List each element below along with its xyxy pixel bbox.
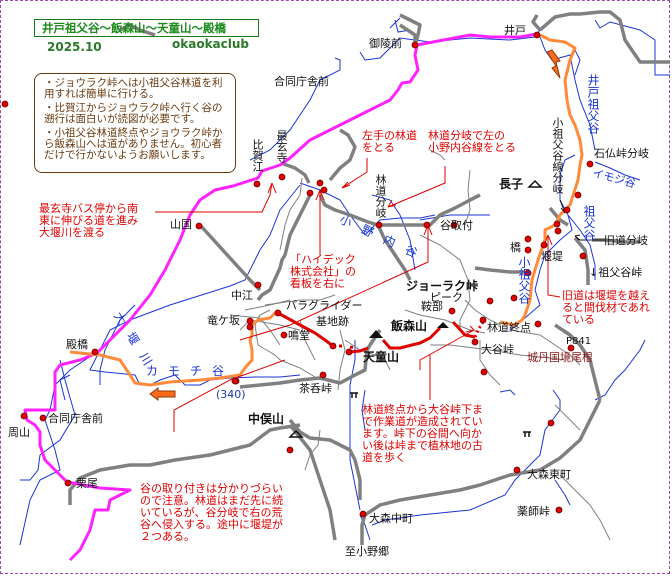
label-elev-340: (340) (216, 388, 246, 401)
label-nakae: 中江 (231, 289, 253, 302)
trails (229, 149, 611, 541)
label-rindo-bunki: 林道分岐 (374, 174, 387, 218)
note-2: ・比賀江からジョウラク峠へ行く谷の遡行は面白いが読図が必要です。 (44, 102, 223, 125)
club-name: okaokaclub (172, 37, 250, 51)
annotation-kyudo: 旧道は堰堤を越え ると間伐材であれ ている (562, 289, 650, 326)
map-title: 井戸祖父谷～飯森山～天童山～殿橋 (34, 19, 259, 37)
label-yamaguni: 山国 (170, 218, 192, 231)
roads (68, 10, 670, 545)
label-shuzan: 周山 (8, 426, 30, 439)
label-goryomae: 御陵前 (369, 37, 402, 50)
label-hashi: 橋 (510, 241, 521, 254)
summit-markers (288, 179, 543, 438)
label-tonohashi: 殿橋 (66, 338, 88, 351)
label-paraglider: パラグライダー (286, 299, 363, 312)
label-otani-toge: 大谷峠 (481, 343, 514, 356)
annotation-saigenji: 最玄寺バス停から南 東に伸びる道を進み 大堰川を渡る (39, 202, 138, 239)
notes-box: ・ジョウラク峠へは小祖父谷林道を利用すれば簡単に行ける。 ・比賀江からジョウラク… (34, 73, 236, 173)
label-joraku-toge: ジョーラク峠 (406, 279, 479, 293)
annotation-sagyodo: 林道終点から大谷峠下ま で作業道が造成されてい ます。峠下の谷間へ向か い後は峠… (362, 403, 483, 464)
label-sofudani: 祖父谷 (582, 205, 596, 241)
label-omori-higashi: 大森東町 (527, 468, 571, 481)
label-kurio: 栗尾 (76, 477, 98, 490)
label-p841: P841 (566, 336, 592, 347)
label-ishibotoke-bunki: 石仏峠分岐 (594, 147, 649, 160)
label-kosofudani-bunki: 小祖父谷線分岐 (551, 117, 564, 194)
label-ryugasaka: 竜ケ坂 (207, 314, 240, 327)
label-higae: 比賀江 (251, 139, 264, 172)
tendozan-summit-icon (369, 330, 383, 338)
direction-arrow-left (149, 387, 176, 401)
label-kichiato: 基地跡 (316, 315, 349, 328)
label-omori-naka: 大森中町 (369, 512, 413, 525)
label-godochoshamae-top: 合同庁舎前 (274, 75, 329, 88)
label-ido-sofudani: 井戸祖父谷 (586, 74, 600, 134)
label-chanomitoge: 茶呑峠 (299, 382, 332, 395)
label-saigenji: 最玄寺 (275, 130, 288, 163)
label-kosofudani: 小祖父谷 (517, 256, 531, 304)
annotation-hidari-rindo: 左手の林道 をとる (362, 129, 417, 154)
bus-route (23, 44, 420, 562)
note-1: ・ジョウラク峠へは小祖父谷林道を利用すれば簡単に行ける。 (44, 77, 223, 100)
label-iimoriyama: 飯森山 (391, 319, 428, 333)
bus-route-top (416, 32, 538, 47)
annotation-tani: 谷の取り付きは分かりづらい ので注意。林道はまだ先に続 いているが、谷分岐で右の… (140, 482, 283, 543)
label-sofudani-toge: ↓祖父谷峠 (589, 266, 643, 279)
label-naruto: 鳴堂 (288, 329, 310, 342)
label-tanitoritsuki: 谷取付 (440, 219, 473, 232)
choshi-triangulation-icon (527, 179, 543, 188)
nakamatayama-triangulation-icon (288, 429, 304, 438)
label-ido: 井戸 (504, 24, 526, 37)
label-peak: ピーク (430, 291, 463, 304)
label-kamochidani: カモチ谷 (146, 364, 235, 378)
label-tendozan: 天童山 (363, 350, 400, 364)
label-choshi: 長子 (499, 177, 524, 191)
map-date: 2025.10 (47, 40, 102, 54)
iimoriyama-summit-icon (437, 322, 449, 328)
annotation-rindo-bunki: 林道分岐で左の 小野内谷線をとる (428, 129, 516, 154)
label-nakamatayama: 中俣山 (248, 412, 285, 426)
route-points (1, 31, 594, 518)
label-kurabe: 鞍部 (421, 300, 443, 313)
label-rindo-shuten: 林道終点 (487, 321, 531, 334)
note-3: ・小祖父谷林道終点やジョウラク峠から飯森山へは道がありません。初心者だけで行かな… (44, 127, 223, 161)
shrine-marks (350, 392, 531, 437)
direction-arrow-down (546, 49, 561, 79)
label-godochoshamae-bottom: 合同庁舎前 (48, 412, 103, 425)
label-yakushi-toge: 薬師峠 (517, 505, 550, 518)
label-to-onogo: 至小野郷 (345, 545, 389, 558)
label-tanba-kokkyo: 城丹国境尾根 (527, 351, 593, 364)
annotation-hitech: 「ハイデック 株式会社」の 看板を右に (290, 253, 356, 290)
label-kyudo-bunki: 旧道分岐 (604, 234, 648, 247)
label-entei: 堰堤 (541, 250, 563, 263)
